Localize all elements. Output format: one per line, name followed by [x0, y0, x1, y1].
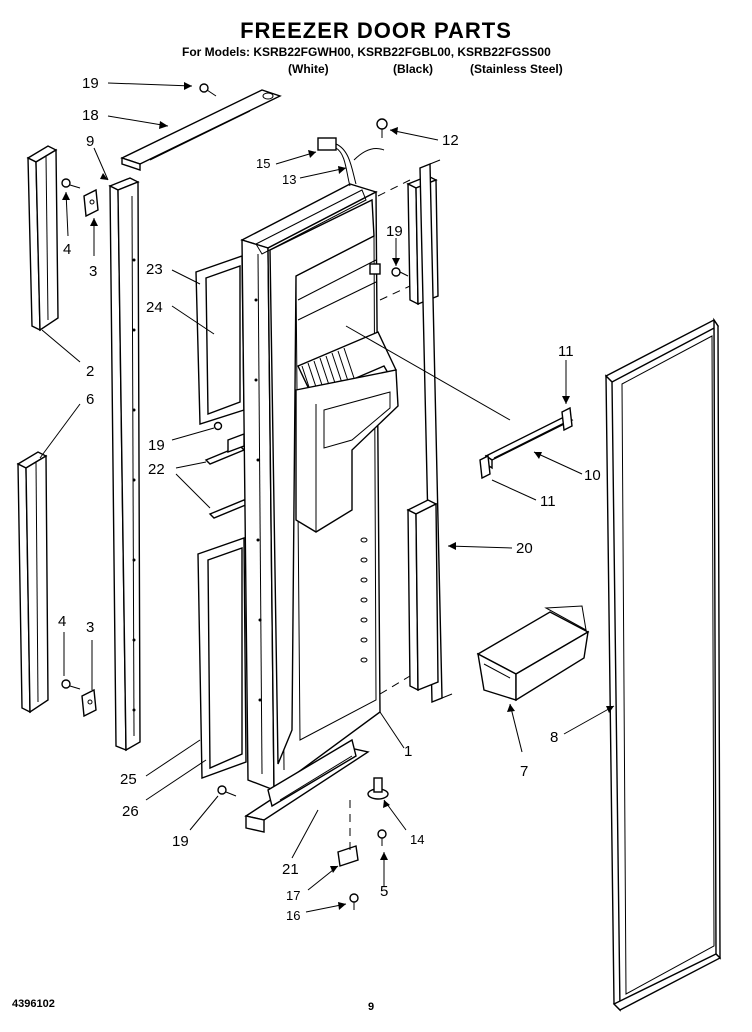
callout-23: 23 [146, 261, 163, 278]
callout-3: 3 [86, 619, 94, 636]
callout-2: 2 [86, 363, 94, 380]
callout-25: 25 [120, 771, 137, 788]
part-19-screw-top [199, 83, 217, 97]
callout-6: 6 [86, 391, 94, 408]
callout-20: 20 [516, 540, 533, 557]
part-14-hinge-pin [367, 777, 389, 800]
part-4-screw-lower [61, 679, 81, 690]
part-3-bracket-lower [81, 688, 97, 718]
callout-8: 8 [550, 729, 558, 746]
part-5-screw [377, 829, 387, 846]
page-title: FREEZER DOOR PARTS [240, 18, 512, 43]
part-22-brackets [204, 432, 250, 519]
callout-9: 9 [86, 133, 94, 150]
part-19-screw-right [391, 267, 409, 277]
part-15-13-wire-harness [317, 137, 385, 187]
callout-12: 12 [442, 132, 459, 149]
variant-white: (White) [288, 62, 329, 76]
part-16-screw [349, 893, 359, 910]
callout-4: 4 [63, 241, 71, 258]
callout-24: 24 [146, 299, 163, 316]
callout-labels: 19 18 9 4 3 2 6 23 24 19 22 4 3 25 26 19… [58, 75, 601, 923]
part-23-24-upper-panel [195, 255, 245, 425]
part-19-screw-bottom [217, 785, 237, 797]
leader-arrowheads [62, 82, 614, 910]
part-8-door-gasket [604, 317, 722, 1012]
variant-stainless: (Stainless Steel) [470, 62, 563, 76]
part-21-bottom-bracket [244, 738, 370, 833]
part-20-right-strip [406, 159, 453, 704]
clip-small [369, 263, 381, 275]
callout-10: 10 [584, 467, 601, 484]
callout-19: 19 [148, 437, 165, 454]
part-6-trim [16, 451, 49, 714]
page-number: 9 [368, 1001, 375, 1013]
dispenser-housing [295, 331, 399, 533]
callout-11: 11 [558, 343, 574, 360]
callout-17: 17 [286, 888, 300, 903]
callout-16: 16 [286, 908, 300, 923]
callout-14: 14 [410, 832, 424, 847]
callout-13: 13 [282, 172, 296, 187]
callout-19: 19 [386, 223, 403, 240]
part-12-screw [376, 118, 388, 138]
callout-26: 26 [122, 803, 139, 820]
part-9-side-strip [108, 177, 141, 752]
alignment-lines [377, 179, 411, 695]
part-19-screw-mid [213, 421, 223, 431]
model-list: For Models: KSRB22FGWH00, KSRB22FGBL00, … [182, 45, 551, 59]
callout-5: 5 [380, 883, 388, 900]
leader-part-10 [345, 325, 511, 421]
callout-7: 7 [520, 763, 528, 780]
callout-22: 22 [148, 461, 165, 478]
part-18-top-strip [120, 89, 282, 171]
callout-1: 1 [404, 743, 412, 760]
callout-21: 21 [282, 861, 299, 878]
callout-11: 11 [540, 493, 556, 510]
part-25-26-lower-panel [197, 537, 247, 779]
callout-3: 3 [89, 263, 97, 280]
callout-19: 19 [172, 833, 189, 850]
variant-black: (Black) [393, 62, 434, 76]
part-2-trim [26, 145, 59, 332]
part-4-screw-upper [61, 178, 81, 189]
part-10-11-bar [479, 406, 574, 480]
part-7-door-bin [476, 605, 590, 702]
callout-15: 15 [256, 156, 270, 171]
document-code: 4396102 [12, 998, 55, 1010]
part-17-hinge-block [337, 845, 359, 867]
callout-18: 18 [82, 107, 99, 124]
part-3-bracket-upper [83, 188, 99, 218]
callout-19: 19 [82, 75, 99, 92]
callout-4: 4 [58, 613, 66, 630]
